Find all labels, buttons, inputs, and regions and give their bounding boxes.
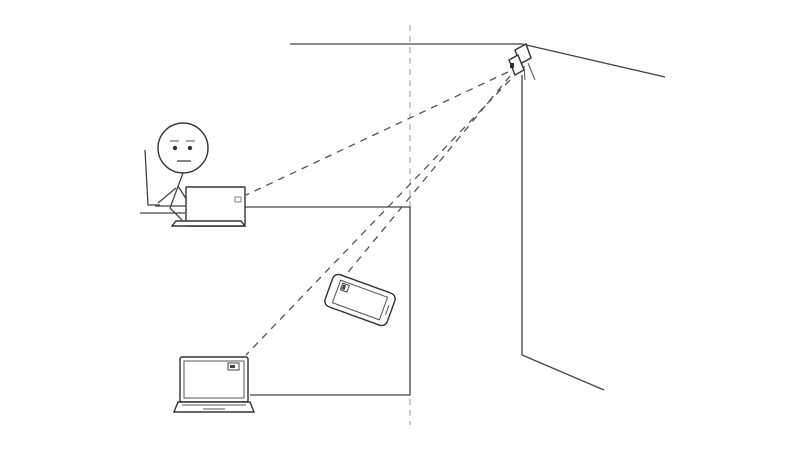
smartphone-icon bbox=[324, 273, 396, 327]
user-laptop-screen bbox=[185, 186, 246, 227]
camera-bracket bbox=[527, 62, 536, 81]
person-arm-left bbox=[157, 187, 177, 204]
sightline-to-floor-laptop bbox=[245, 79, 511, 356]
phone-button bbox=[385, 305, 390, 315]
floor-laptop-base bbox=[172, 401, 256, 413]
person-eye-left bbox=[172, 145, 178, 151]
camera-sightlines bbox=[245, 71, 511, 356]
floor-laptop-window-icon bbox=[227, 362, 240, 371]
user-laptop-base bbox=[170, 220, 247, 227]
ceiling-edge-right bbox=[521, 43, 666, 78]
chair-back bbox=[144, 149, 160, 206]
camera-lens bbox=[510, 63, 514, 68]
phone-body bbox=[324, 273, 396, 327]
person-torso bbox=[169, 172, 184, 209]
laptop-icon bbox=[170, 186, 247, 227]
person-eye-right bbox=[187, 145, 193, 151]
person-head bbox=[157, 122, 209, 174]
floor-laptop-lid bbox=[179, 356, 249, 403]
phone-screen-icon bbox=[339, 282, 350, 293]
floor-laptop-screen bbox=[183, 360, 245, 399]
sightline-to-laptop-user bbox=[245, 71, 509, 196]
security-camera-icon bbox=[508, 42, 536, 81]
floor-edge-right bbox=[521, 354, 605, 391]
table-area bbox=[244, 206, 411, 396]
camera-bracket-2 bbox=[523, 65, 526, 81]
phone-screen-icon-fill bbox=[341, 284, 347, 291]
phone-screen bbox=[331, 279, 389, 321]
user-laptop-indicator bbox=[234, 196, 242, 203]
room-walls bbox=[290, 43, 666, 391]
person-leg bbox=[169, 207, 183, 221]
table-outline bbox=[244, 206, 411, 396]
floor-laptop-window-icon-fill bbox=[230, 365, 235, 368]
sightline-to-phone bbox=[339, 75, 511, 283]
floor-laptop-icon bbox=[172, 356, 256, 413]
